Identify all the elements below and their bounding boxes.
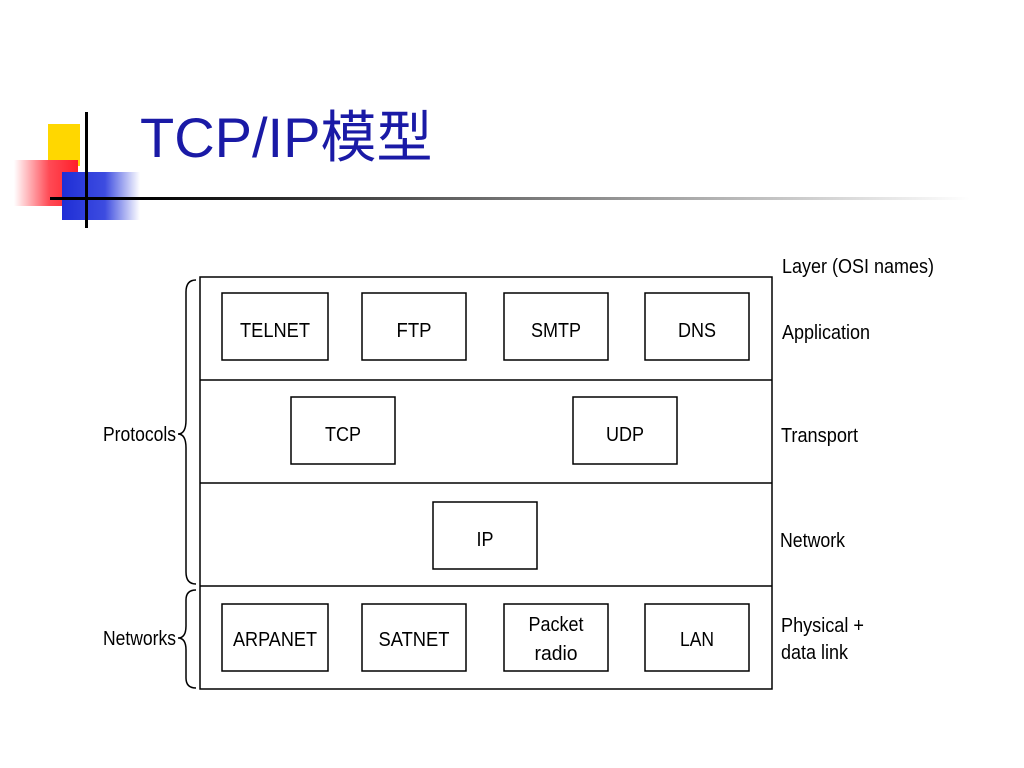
protocols-brace [177,279,197,585]
networks-brace [177,589,197,689]
protocol-box-tcp: TCP [290,396,396,465]
protocol-label: SMTP [531,320,581,342]
network-box-arpanet: ARPANET [221,603,329,672]
title-decoration-yellow [48,124,80,166]
protocol-label: UDP [606,424,644,446]
protocol-box-smtp: SMTP [503,292,609,361]
protocol-box-ftp: FTP [361,292,467,361]
protocol-box-ip: IP [432,501,538,570]
slide-title: TCP/IP模型 [140,106,433,169]
layer-name-application: Application [782,322,870,344]
network-label: ARPANET [233,629,317,651]
network-box-lan: LAN [644,603,750,672]
protocol-label: DNS [678,320,716,342]
network-label: LAN [680,629,714,651]
protocols-group-label: Protocols [103,424,176,446]
title-underline [50,197,970,200]
network-label-line1: Packet [529,614,584,636]
networks-group-label: Networks [103,628,176,650]
layer-name-transport: Transport [781,425,858,447]
protocol-label: TCP [325,424,361,446]
protocol-label: TELNET [240,320,310,342]
protocol-box-telnet: TELNET [221,292,329,361]
network-label: SATNET [379,629,450,651]
network-box-satnet: SATNET [361,603,467,672]
network-label-line2: radio [535,643,578,665]
protocol-label: IP [477,529,494,551]
protocol-label: FTP [397,320,432,342]
protocol-box-udp: UDP [572,396,678,465]
title-decoration-vertical-line [85,112,88,228]
protocol-box-dns: DNS [644,292,750,361]
layer-header-label: Layer (OSI names) [782,256,934,278]
network-box-packet-radio: Packet radio [503,603,609,672]
layer-name-physical-data-link-line2: data link [781,642,849,664]
layer-name-network: Network [780,530,846,552]
layer-name-physical-data-link-line1: Physical + [781,615,864,637]
title-decoration-blue [62,172,140,220]
